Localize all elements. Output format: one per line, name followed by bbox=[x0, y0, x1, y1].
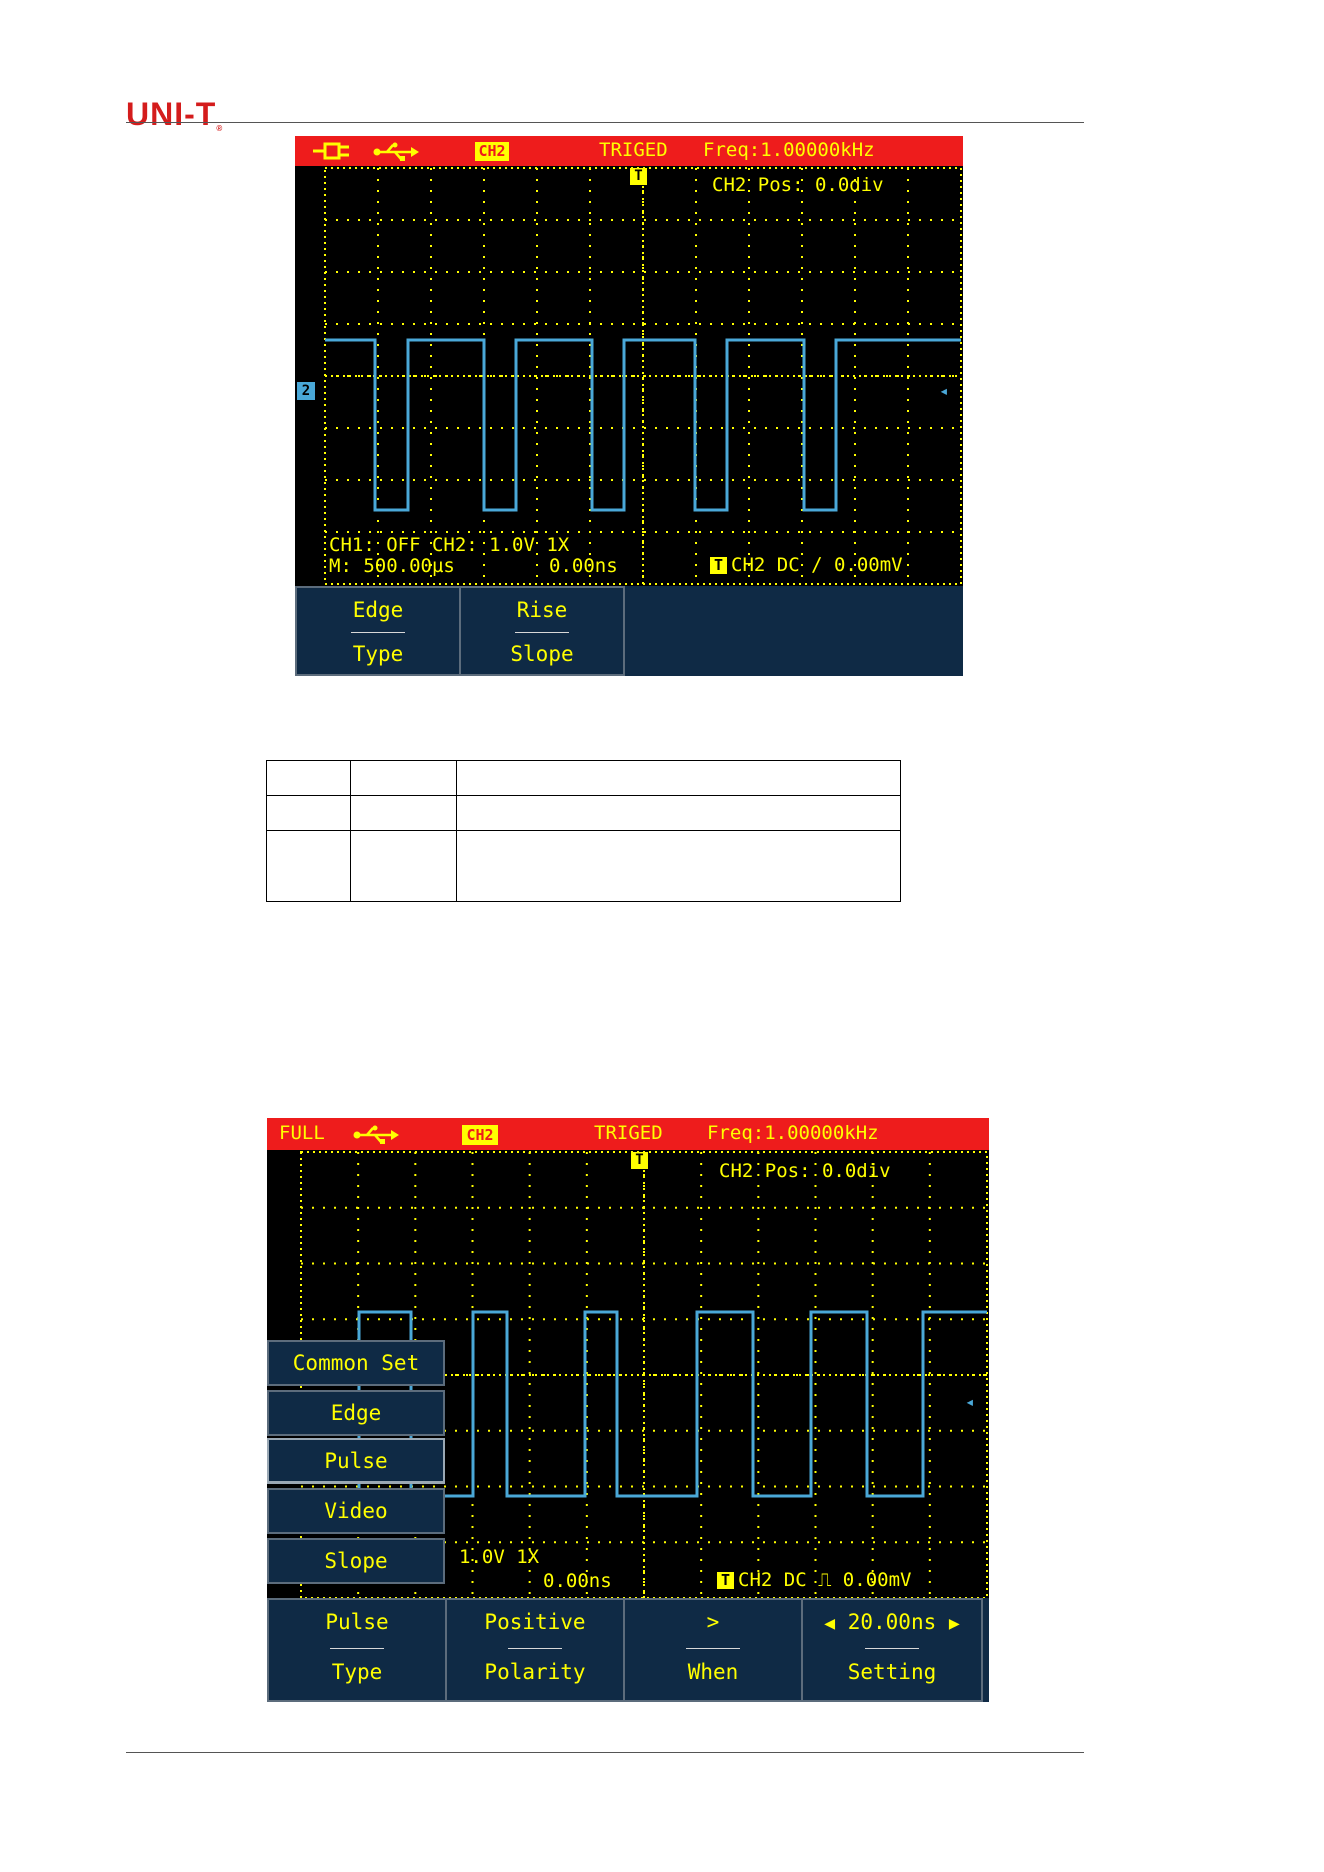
channel-info: CH1: OFF CH2: 1.0V 1X bbox=[329, 534, 570, 556]
table-cell bbox=[456, 830, 901, 902]
trigger-type-popup: Common Set Edge Pulse Video Slope bbox=[267, 1340, 447, 1588]
position-readout: CH2 Pos: 0.0div bbox=[719, 1160, 891, 1182]
decrease-arrow-icon[interactable]: ◀ bbox=[824, 1613, 836, 1634]
status-bar: CH2 TRIGED Freq:1.00000kHz bbox=[295, 136, 963, 166]
table-cell bbox=[350, 760, 457, 796]
status-bar: FULL CH2 TRIGED Freq:1.00000kHz bbox=[267, 1118, 989, 1150]
oscilloscope-screen-1: CH2 TRIGED Freq:1.00000kHz T CH2 Pos: 0.… bbox=[295, 136, 963, 676]
channel-badge: CH2 bbox=[462, 1125, 498, 1145]
waveform-grid bbox=[324, 167, 962, 585]
footer-rule bbox=[126, 1752, 1084, 1753]
menu-item-edge[interactable]: Edge bbox=[267, 1390, 445, 1436]
softkey-slope[interactable]: Rise Slope bbox=[459, 586, 625, 676]
trigger-level-arrow: ◂ bbox=[939, 381, 949, 400]
table-cell bbox=[350, 830, 457, 902]
menu-item-slope[interactable]: Slope bbox=[267, 1538, 445, 1584]
channel-badge: CH2 bbox=[475, 142, 509, 161]
table-cell bbox=[266, 760, 351, 796]
softkey-trigger-type[interactable]: Pulse Type bbox=[267, 1598, 447, 1702]
menu-item-pulse[interactable]: Pulse bbox=[267, 1438, 445, 1484]
usb-icon bbox=[373, 142, 419, 166]
softkey-polarity[interactable]: Positive Polarity bbox=[445, 1598, 625, 1702]
header-rule bbox=[126, 122, 1084, 123]
plug-icon bbox=[313, 141, 353, 165]
channel-info: 1.0V 1X bbox=[459, 1546, 540, 1568]
trigger-state: TRIGED bbox=[594, 1122, 663, 1144]
table-cell bbox=[266, 830, 351, 902]
position-readout: CH2 Pos: 0.0div bbox=[712, 174, 884, 196]
softkey-bar: Edge Type Rise Slope bbox=[295, 586, 963, 676]
menu-item-video[interactable]: Video bbox=[267, 1488, 445, 1534]
acquisition-mode: FULL bbox=[279, 1122, 325, 1144]
trigger-position-marker: T bbox=[631, 1152, 648, 1169]
trigger-level-arrow: ◂ bbox=[965, 1392, 975, 1411]
table-cell bbox=[456, 795, 901, 831]
trigger-position-marker: T bbox=[630, 168, 647, 185]
usb-icon bbox=[353, 1125, 399, 1149]
channel-level-marker: 2 bbox=[297, 382, 315, 400]
menu-item-common-set[interactable]: Common Set bbox=[267, 1340, 445, 1386]
softkey-setting[interactable]: ◀ 20.00ns ▶ Setting bbox=[801, 1598, 983, 1702]
softkey-when[interactable]: > When bbox=[623, 1598, 803, 1702]
timebase-readout: M: 500.00µs bbox=[329, 555, 455, 577]
table-cell bbox=[350, 795, 457, 831]
table-cell bbox=[456, 760, 901, 796]
time-offset: 0.00ns bbox=[543, 1570, 612, 1592]
table-cell bbox=[266, 795, 351, 831]
oscilloscope-screen-2: FULL CH2 TRIGED Freq:1.00000kHz T CH2 Po… bbox=[267, 1118, 989, 1702]
increase-arrow-icon[interactable]: ▶ bbox=[948, 1613, 960, 1634]
softkey-trigger-type[interactable]: Edge Type bbox=[295, 586, 461, 676]
uni-t-logo: UNI-T® bbox=[126, 96, 224, 133]
softkey-bar: Pulse Type Positive Polarity > When ◀ 20… bbox=[267, 1598, 989, 1702]
frequency-readout: Freq:1.00000kHz bbox=[707, 1122, 879, 1144]
trigger-state: TRIGED bbox=[599, 139, 668, 161]
frequency-readout: Freq:1.00000kHz bbox=[703, 139, 875, 161]
time-offset: 0.00ns bbox=[549, 555, 618, 577]
parameter-table bbox=[266, 760, 901, 902]
